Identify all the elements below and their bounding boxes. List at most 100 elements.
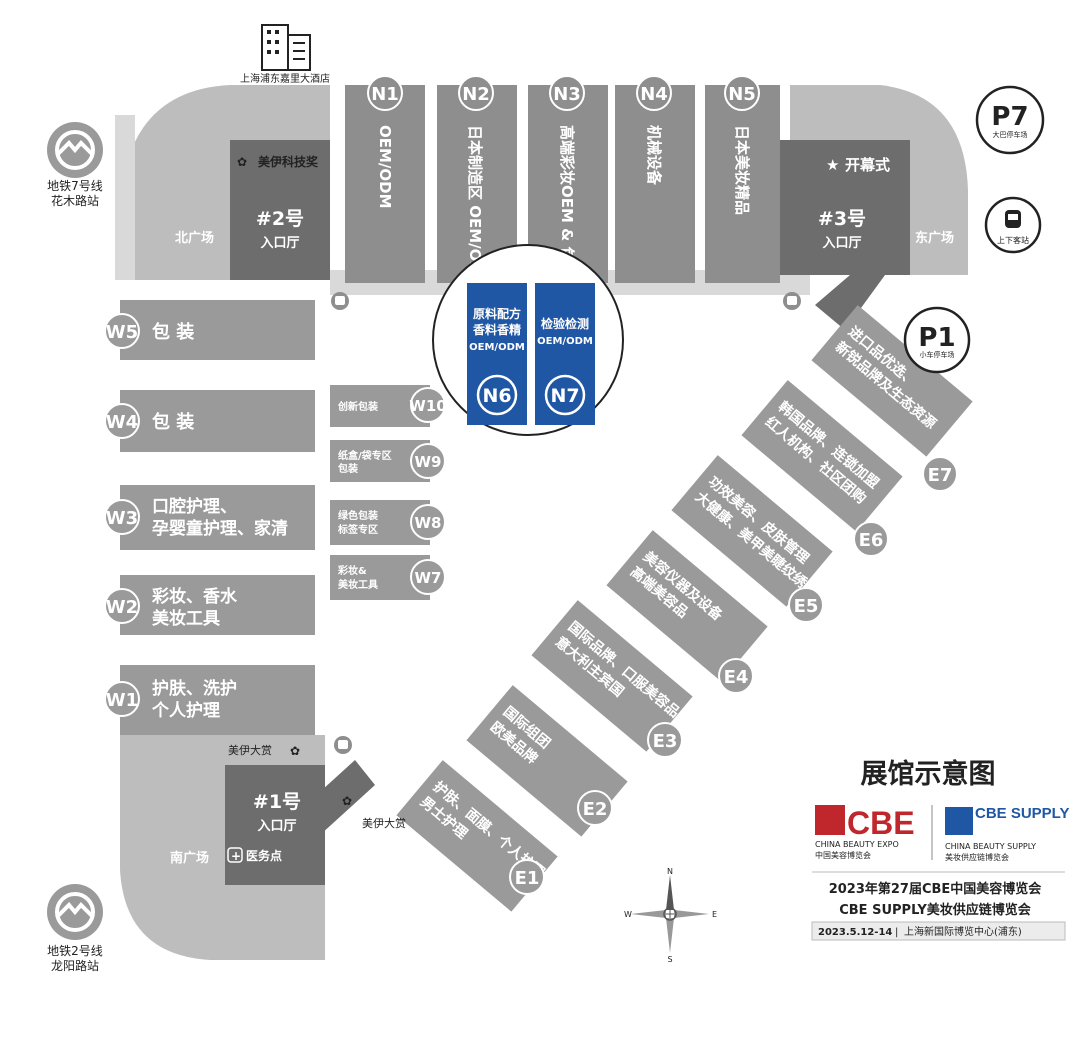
hall-n2-badge xyxy=(458,75,494,111)
metro-7-icon xyxy=(47,122,103,178)
entrance-1-label: 入口厅 xyxy=(257,819,296,834)
hall-n7-line1: 检验检测 xyxy=(541,316,589,331)
hall-w7-desc-2: 美妆工具 xyxy=(338,578,378,591)
hall-w1-badge xyxy=(104,681,140,717)
hall-w5-id: W5 xyxy=(106,322,138,343)
star-icon: ★ xyxy=(826,156,839,174)
hall-e6-id: E6 xyxy=(859,530,884,551)
hall-e2-id: E2 xyxy=(583,799,608,820)
hall-n4[interactable] xyxy=(615,85,695,283)
hall-w8-id: W8 xyxy=(415,514,442,532)
hall-w3-desc-2: 孕婴童护理、家清 xyxy=(152,518,288,539)
hall-w8-desc-2: 标签专区 xyxy=(337,523,378,536)
event-separator: | xyxy=(895,927,898,938)
hall-w5-desc: 包 装 xyxy=(152,321,194,343)
plaza-left-strip xyxy=(115,115,135,280)
hall-e6[interactable] xyxy=(741,380,903,532)
hall-e3[interactable] xyxy=(531,600,693,752)
hall-n1-badge xyxy=(367,75,403,111)
supply-en: CHINA BEAUTY SUPPLY xyxy=(945,842,1036,851)
hall-n6-line2: 香料香精 xyxy=(472,322,521,337)
hall-w4-id: W4 xyxy=(106,412,138,433)
hall-w4[interactable] xyxy=(120,390,315,452)
event-line1: 2023年第27届CBE中国美容博览会 xyxy=(829,881,1043,897)
hall-n2-desc: 日本制造区 OEM/ODM xyxy=(466,125,484,289)
entrance-3-label: 入口厅 xyxy=(822,236,861,251)
hall-n6-line1: 原料配方 xyxy=(473,306,521,321)
hall-n1[interactable] xyxy=(345,85,425,283)
entrance-2-num: #2号 xyxy=(256,208,304,230)
hall-w2-badge xyxy=(104,588,140,624)
hotel-label: 上海浦东嘉里大酒店 xyxy=(240,72,330,85)
hall-n5-badge xyxy=(724,75,760,111)
award-top-label: 美伊科技奖 xyxy=(258,154,319,169)
p7-marker xyxy=(975,85,1045,155)
hall-n3-badge xyxy=(549,75,585,111)
hall-w8-desc-1: 绿色包装 xyxy=(338,509,378,522)
hall-e7-badge xyxy=(922,456,958,492)
west-halls: W5 W4 W3 W2 W1 包 装 包 装 口腔护理、 孕婴童护理、家清 彩妆… xyxy=(104,300,315,735)
hall-n6-line3: OEM/ODM xyxy=(469,342,525,353)
hall-w1-desc-1: 护肤、洗护 xyxy=(152,678,237,699)
hall-n5[interactable] xyxy=(705,85,780,283)
north-plaza-label: 北广场 xyxy=(175,230,214,246)
bus-icon xyxy=(334,736,352,754)
hall-n6-id: N6 xyxy=(482,385,511,407)
entrance-3-ramp xyxy=(815,275,885,330)
small-halls: W10 W9 W8 W7 创新包装 纸盒/袋专区 包装 绿色包装 标签专区 彩妆… xyxy=(330,385,447,600)
p1-label: P1 xyxy=(918,323,955,353)
hall-n5-id: N5 xyxy=(728,84,756,105)
hall-n1-desc: OEM/ODM xyxy=(376,125,394,209)
hall-w5[interactable] xyxy=(120,300,315,360)
hall-w7-id: W7 xyxy=(415,569,442,587)
event-line2: CBE SUPPLY美妆供应链博览会 xyxy=(839,902,1032,918)
metro-7-line: 地铁7号线 xyxy=(47,179,103,193)
hall-e7[interactable] xyxy=(811,305,973,457)
hall-n4-desc: 机械设备 xyxy=(645,125,663,186)
compass-e: E xyxy=(712,910,717,919)
hall-e4-id: E4 xyxy=(724,667,749,688)
east-plaza-label: 东广场 xyxy=(915,230,954,246)
hall-w8-badge xyxy=(410,504,446,540)
bus-station-label: 上下客站 xyxy=(997,235,1029,245)
cbe-en: CHINA BEAUTY EXPO xyxy=(815,840,899,849)
p7-sub: 大巴停车场 xyxy=(993,130,1028,139)
hall-w3[interactable] xyxy=(120,485,315,550)
hall-n2-id: N2 xyxy=(462,84,490,105)
hall-e5-badge xyxy=(788,587,824,623)
hall-n3-id: N3 xyxy=(553,84,581,105)
hall-w7-badge xyxy=(410,559,446,595)
award-w1-label: 美伊大赏 xyxy=(228,743,272,757)
opening-label: 开幕式 xyxy=(845,156,890,174)
p7-label: P7 xyxy=(991,102,1028,132)
hall-e7-id: E7 xyxy=(928,465,953,486)
entrance-1-num: #1号 xyxy=(253,791,301,813)
hall-e6-badge xyxy=(853,521,889,557)
hall-w1-desc-2: 个人护理 xyxy=(151,700,220,721)
hall-w1[interactable] xyxy=(120,665,315,735)
hall-w10-id: W10 xyxy=(409,397,446,415)
hall-e5[interactable] xyxy=(671,455,833,607)
event-date: 2023.5.12-14 xyxy=(818,927,892,938)
cbe-wordmark: CBE xyxy=(847,805,915,841)
hall-w2-desc-1: 彩妆、香水 xyxy=(151,586,238,607)
medical-icon xyxy=(227,847,243,863)
hall-n7-id: N7 xyxy=(550,385,579,407)
hall-w2[interactable] xyxy=(120,575,315,635)
hall-e5-id: E5 xyxy=(794,596,819,617)
hall-n1-id: N1 xyxy=(371,84,399,105)
award-w1-icon: ✿ xyxy=(290,744,300,758)
hall-w5-badge xyxy=(104,313,140,349)
hall-e1-id: E1 xyxy=(515,868,540,889)
hall-e4[interactable] xyxy=(606,530,768,682)
supply-cn: 美妆供应链博览会 xyxy=(945,852,1009,862)
hall-w7-desc-1: 彩妆& xyxy=(337,564,367,577)
hall-w9-desc-1: 纸盒/袋专区 xyxy=(338,449,392,462)
hall-w9-id: W9 xyxy=(415,453,442,471)
compass-n: N xyxy=(667,867,673,876)
bus-icon xyxy=(783,292,801,310)
hall-n4-badge xyxy=(636,75,672,111)
hall-w10-badge xyxy=(410,387,446,423)
hall-w9-badge xyxy=(410,443,446,479)
hall-w9-desc-2: 包装 xyxy=(338,462,358,475)
